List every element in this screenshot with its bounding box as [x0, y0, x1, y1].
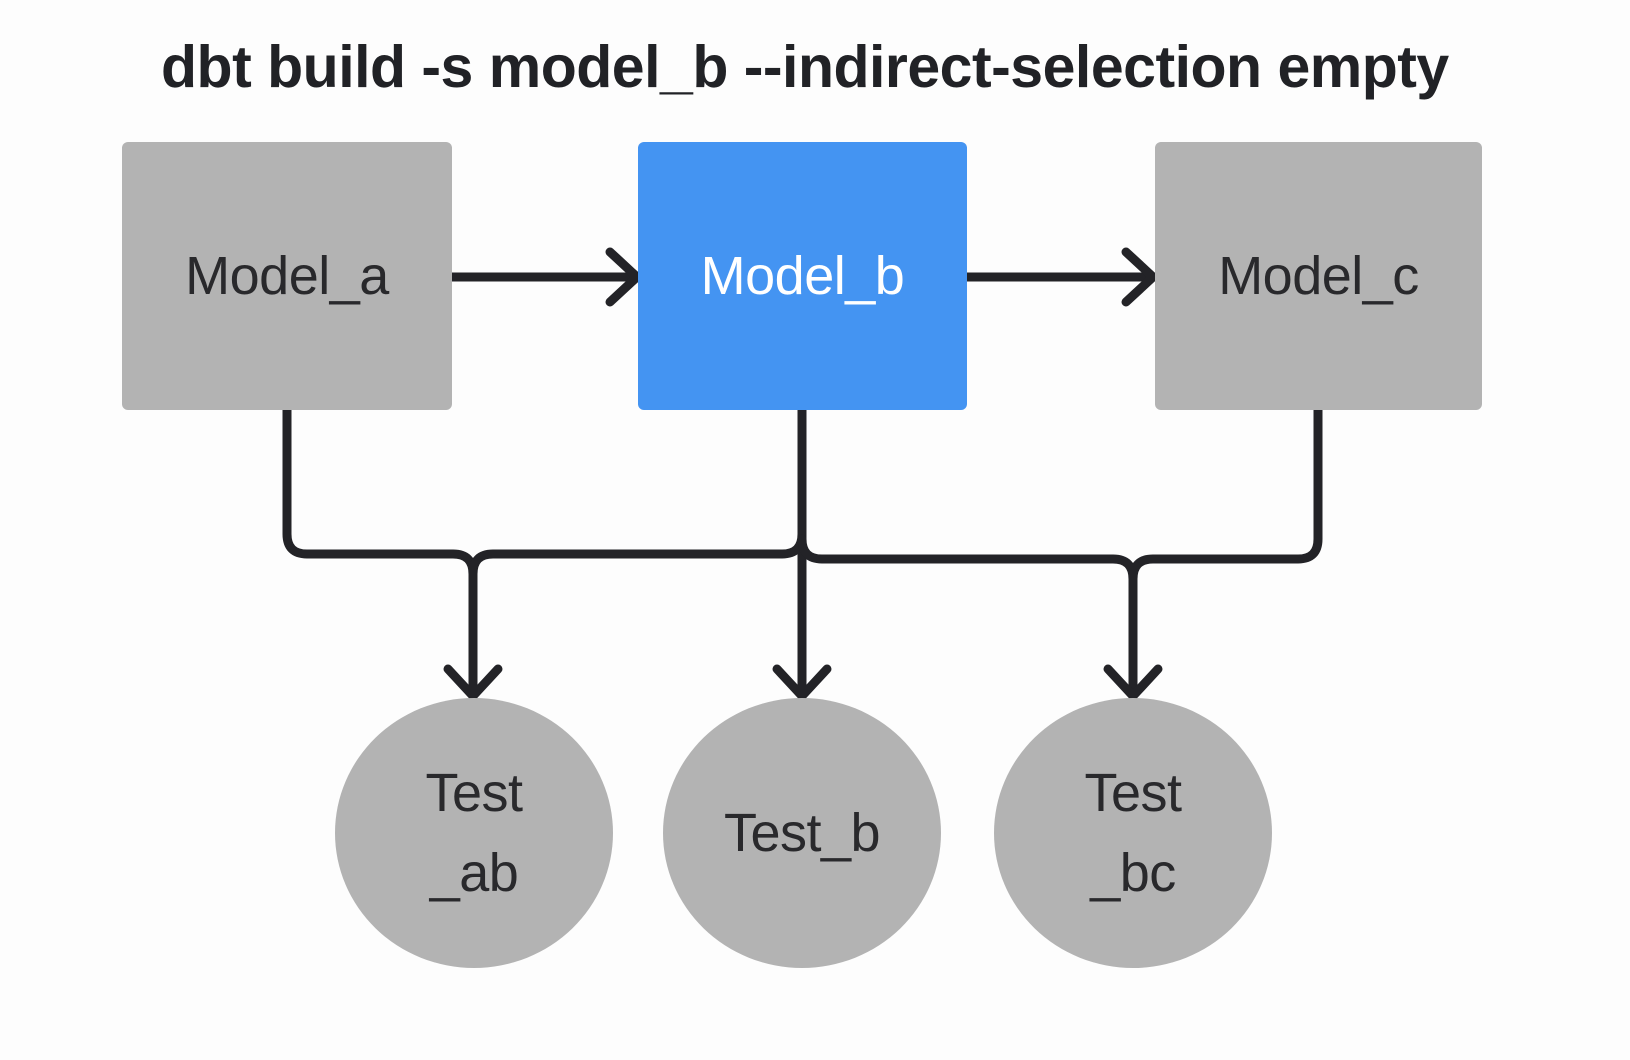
- node-test-bc-label-line2: _bc: [1090, 843, 1176, 903]
- node-model-c: Model_c: [1155, 142, 1482, 410]
- arrowhead-model-b-icon: [605, 247, 642, 307]
- node-test-bc-label-line1: Test: [1084, 763, 1182, 823]
- edge-model-c-to-test-bc: [1128, 405, 1323, 698]
- node-model-b-selected: Model_b: [638, 142, 967, 410]
- arrowhead-test-b-icon: [772, 664, 832, 701]
- node-test-ab-label-line2: _ab: [429, 843, 519, 903]
- edge-model-b-to-test-ab: [468, 529, 807, 698]
- node-model-a: Model_a: [122, 142, 452, 410]
- node-test-ab: Test _ab: [335, 698, 613, 968]
- diagram-title: dbt build -s model_b --indirect-selectio…: [161, 34, 1449, 100]
- node-model-a-label: Model_a: [185, 246, 389, 306]
- node-model-c-label: Model_c: [1218, 246, 1419, 306]
- node-test-b: Test_b: [663, 698, 941, 968]
- node-test-b-label: Test_b: [723, 803, 881, 863]
- arrowhead-test-bc-icon: [1103, 664, 1163, 701]
- node-model-b-label: Model_b: [700, 246, 905, 306]
- node-test-ab-label-line1: Test: [425, 763, 523, 823]
- edge-model-a-to-test-ab: [282, 405, 478, 698]
- arrowhead-model-c-icon: [1121, 247, 1158, 307]
- node-test-bc: Test _bc: [994, 698, 1272, 968]
- arrowhead-test-ab-icon: [443, 664, 503, 701]
- edge-model-b-to-test-bc: [797, 534, 1138, 698]
